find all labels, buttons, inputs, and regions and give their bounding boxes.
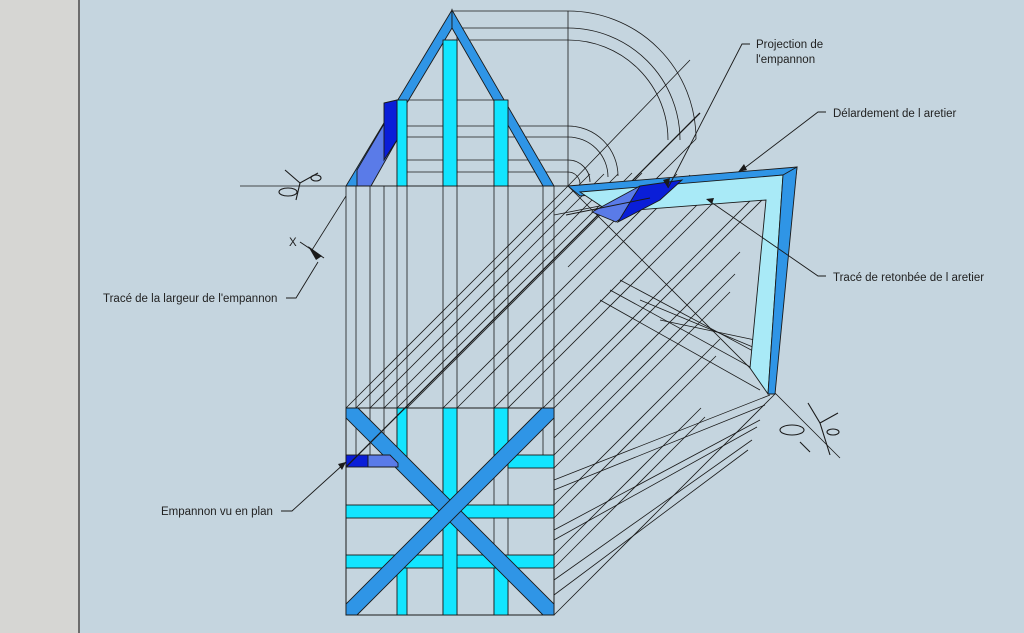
- plan-hip-2: [345, 407, 555, 616]
- axis-symbol-left: [278, 169, 322, 201]
- annotation-labels: Projection de l'empannon Délardement de …: [103, 39, 984, 518]
- rotation-arcs: [567, 10, 697, 185]
- label-plan: Empannon vu en plan: [161, 506, 273, 518]
- plan-empannon-mid: [367, 454, 399, 468]
- label-largeur: Tracé de la largeur de l'empannon: [103, 293, 277, 305]
- label-delardement: Délardement de l aretier: [833, 108, 957, 120]
- hip-outer-edge: [767, 166, 798, 395]
- post-right: [493, 99, 509, 187]
- right-rafter: [451, 8, 555, 187]
- elevation-rafters: [345, 8, 555, 187]
- plan-post-left-bottom: [396, 567, 408, 616]
- label-projection-line2: l'empannon: [756, 54, 815, 66]
- x-width-marker: X: [289, 195, 347, 260]
- plan-view: [345, 112, 701, 616]
- x-label: X: [289, 237, 297, 249]
- empannon-elevation-dark: [383, 99, 398, 162]
- post-left: [396, 99, 408, 187]
- leader-arrows: [338, 164, 747, 470]
- king-post: [442, 39, 458, 187]
- side-panel: [0, 0, 80, 633]
- hip-development: [565, 166, 798, 396]
- diagonal-hatch-fan: [553, 279, 771, 596]
- leader-lines: [281, 43, 826, 512]
- label-projection-line1: Projection de: [756, 39, 823, 51]
- label-retombee: Tracé de retonbée de l aretier: [833, 272, 984, 284]
- axis-symbol-right: [779, 402, 840, 456]
